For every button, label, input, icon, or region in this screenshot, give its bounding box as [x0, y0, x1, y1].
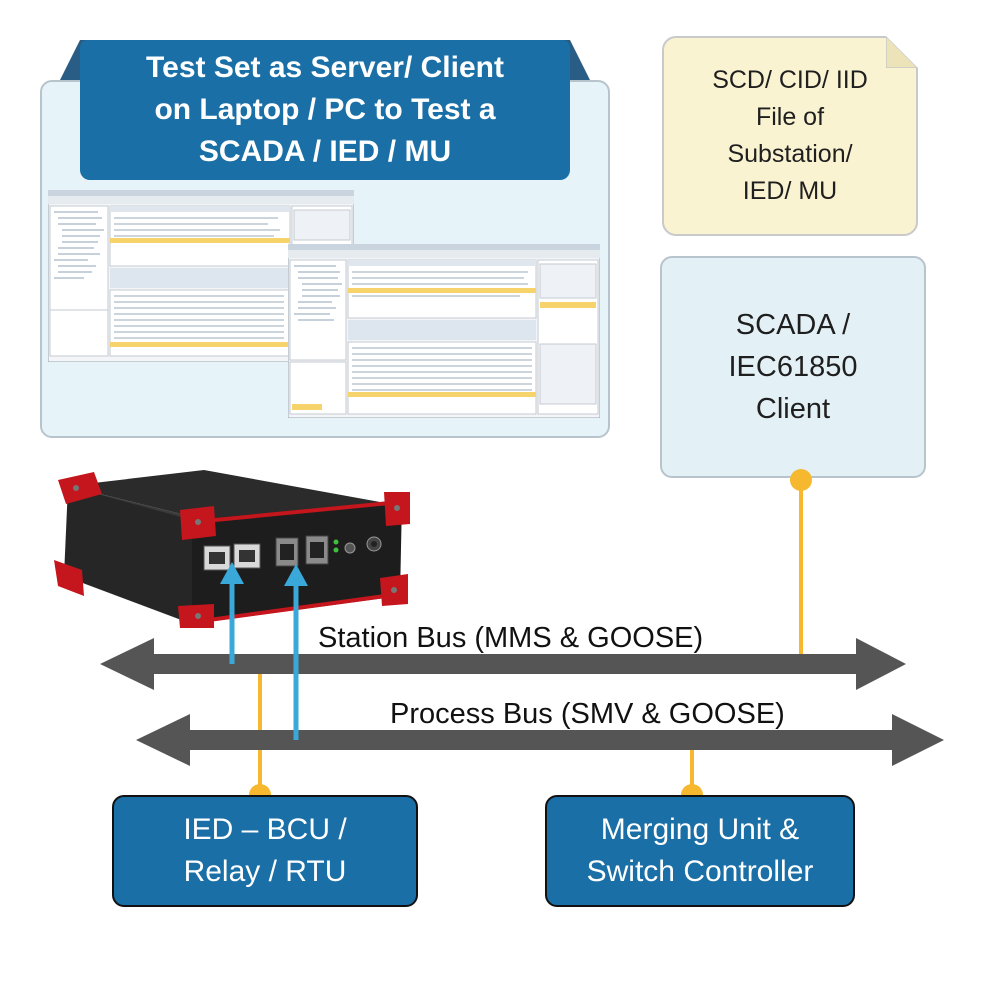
station-bus-label: Station Bus (MMS & GOOSE): [318, 622, 704, 654]
process-bus-label: Process Bus (SMV & GOOSE): [390, 698, 785, 730]
station-link-arrowhead: [220, 562, 244, 584]
client-line-2: IEC61850: [728, 351, 858, 383]
process-bus-arrow: [136, 714, 944, 766]
software-screenshot-back: [48, 190, 354, 362]
scada-client-box: SCADA / IEC61850 Client: [660, 256, 926, 478]
client-line-1: SCADA /: [735, 309, 851, 341]
ied-line-2: Relay / RTU: [183, 855, 347, 888]
file-note-line-4: IED/ MU: [742, 177, 838, 205]
title-line-3: SCADA / IED / MU: [198, 135, 452, 168]
merging-unit-box: Merging Unit & Switch Controller: [545, 795, 855, 907]
scd-file-note: SCD/ CID/ IID File of Substation/ IED/ M…: [662, 36, 918, 236]
ied-box: IED – BCU / Relay / RTU: [112, 795, 418, 907]
mu-line-1: Merging Unit &: [600, 813, 800, 846]
client-link-dot: [790, 469, 812, 491]
test-set-device-image: [54, 470, 410, 628]
software-screenshot-front: [288, 244, 600, 418]
file-note-line-2: File of: [755, 103, 825, 131]
file-note-line-3: Substation/: [727, 140, 853, 168]
laptop-panel-title: Test Set as Server/ Client on Laptop / P…: [80, 40, 570, 180]
client-line-3: Client: [755, 393, 831, 425]
process-link-arrowhead: [284, 564, 308, 586]
ied-line-1: IED – BCU /: [183, 813, 347, 846]
file-note-line-1: SCD/ CID/ IID: [712, 66, 868, 94]
station-bus-arrow: [100, 638, 906, 690]
title-line-2: on Laptop / PC to Test a: [154, 93, 496, 126]
mu-line-2: Switch Controller: [586, 855, 814, 888]
note-fold-corner: [886, 36, 918, 68]
title-line-1: Test Set as Server/ Client: [146, 51, 504, 84]
